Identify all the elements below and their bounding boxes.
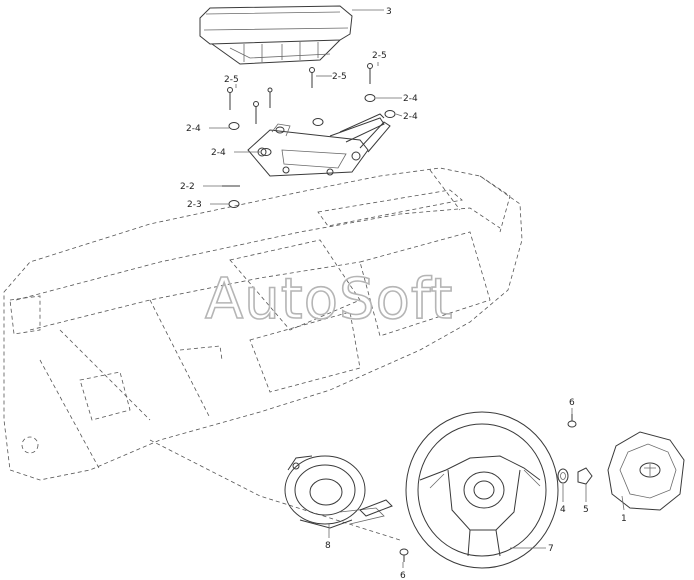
driver-airbag-module xyxy=(607,431,685,511)
callout-2-2: 2-2 xyxy=(180,182,195,192)
callout-2-3: 2-3 xyxy=(187,200,202,210)
steering-wheel-assembly xyxy=(405,411,559,569)
callout-3: 3 xyxy=(386,7,392,17)
callout-2-5-mid: 2-5 xyxy=(332,72,347,82)
callout-2-5-top: 2-5 xyxy=(372,51,387,61)
passenger-airbag-module xyxy=(199,5,384,65)
clockspring-assembly xyxy=(284,455,393,529)
callout-2-5-left: 2-5 xyxy=(224,75,239,85)
callout-8: 8 xyxy=(325,541,331,551)
callout-7: 7 xyxy=(548,544,554,554)
dashboard-outline xyxy=(3,167,523,541)
airbag-mounting-bracket xyxy=(247,113,391,177)
leader-lines xyxy=(203,62,625,568)
callout-6-lower: 6 xyxy=(400,571,406,580)
callout-labels: 3 2-5 2-5 2-5 2-4 2-4 2-4 2-4 2-2 2-3 8 … xyxy=(180,7,627,580)
callout-4: 4 xyxy=(560,505,566,515)
wheel-hardware xyxy=(399,414,593,562)
callout-2-4-right-2: 2-4 xyxy=(403,112,418,122)
watermark-text: AutoSoft xyxy=(205,267,454,332)
callout-1: 1 xyxy=(621,514,627,524)
callout-2-4-bracket: 2-4 xyxy=(211,148,226,158)
callout-5: 5 xyxy=(583,505,589,515)
callout-6-upper: 6 xyxy=(569,398,575,408)
callout-2-4-left: 2-4 xyxy=(186,124,201,134)
callout-2-4-right-1: 2-4 xyxy=(403,94,418,104)
fasteners xyxy=(222,63,396,208)
